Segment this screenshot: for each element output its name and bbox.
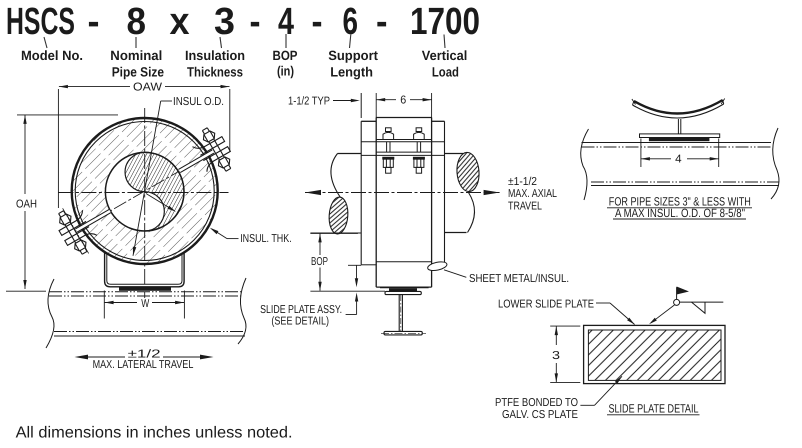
svg-text:±1/2: ±1/2 — [128, 349, 161, 361]
svg-text:Length: Length — [330, 65, 373, 80]
svg-text:OAW: OAW — [133, 81, 162, 93]
svg-text:BOP: BOP — [311, 256, 328, 268]
svg-text:4: 4 — [675, 154, 682, 166]
svg-text:6: 6 — [400, 95, 406, 107]
svg-text:MAX. AXIAL: MAX. AXIAL — [508, 188, 557, 200]
svg-text:BOP: BOP — [273, 48, 298, 63]
svg-text:Vertical: Vertical — [422, 48, 468, 63]
svg-text:1700: 1700 — [410, 1, 480, 43]
svg-text:3: 3 — [214, 1, 235, 43]
svg-text:Load: Load — [432, 65, 459, 80]
svg-text:SHEET METAL/INSUL.: SHEET METAL/INSUL. — [469, 273, 569, 285]
svg-text:LOWER SLIDE PLATE: LOWER SLIDE PLATE — [498, 299, 594, 311]
svg-text:x: x — [170, 1, 190, 43]
svg-text:-: - — [376, 1, 388, 43]
svg-text:MAX. LATERAL TRAVEL: MAX. LATERAL TRAVEL — [93, 359, 194, 371]
svg-text:8: 8 — [127, 1, 147, 43]
svg-text:SLIDE PLATE ASSY.: SLIDE PLATE ASSY. — [260, 304, 342, 316]
svg-text:6: 6 — [343, 1, 359, 43]
svg-text:All dimensions in inches unles: All dimensions in inches unless noted. — [16, 425, 293, 442]
svg-text:4: 4 — [278, 1, 294, 43]
svg-text:INSUL. THK.: INSUL. THK. — [240, 233, 292, 245]
svg-text:PTFE BONDED TO: PTFE BONDED TO — [495, 397, 578, 409]
svg-text:INSUL O.D.: INSUL O.D. — [173, 96, 224, 108]
svg-text:(SEE DETAIL): (SEE DETAIL) — [271, 316, 329, 328]
svg-text:SLIDE PLATE DETAIL: SLIDE PLATE DETAIL — [609, 402, 699, 416]
svg-text:TRAVEL: TRAVEL — [508, 201, 542, 213]
svg-text:Insulation: Insulation — [185, 48, 245, 63]
svg-text:FOR PIPE SIZES 3" & LESS WITH: FOR PIPE SIZES 3" & LESS WITH — [609, 195, 751, 209]
svg-text:1-1/2 TYP: 1-1/2 TYP — [288, 96, 330, 108]
svg-text:Thickness: Thickness — [187, 65, 243, 80]
svg-text:Support: Support — [328, 48, 378, 63]
svg-text:GALV. CS PLATE: GALV. CS PLATE — [502, 409, 578, 421]
svg-text:A MAX INSUL. O.D. OF 8-5/8": A MAX INSUL. O.D. OF 8-5/8" — [615, 206, 745, 220]
svg-text:3: 3 — [552, 350, 560, 362]
svg-text:-: - — [250, 1, 261, 43]
svg-text:Nominal: Nominal — [110, 48, 162, 63]
svg-text:HSCS: HSCS — [6, 1, 75, 43]
svg-text:Pipe Size: Pipe Size — [112, 65, 164, 80]
svg-text:Model No.: Model No. — [21, 48, 83, 63]
svg-text:(in): (in) — [277, 64, 294, 79]
svg-text:-: - — [88, 1, 100, 43]
svg-text:W: W — [141, 298, 149, 310]
svg-text:-: - — [312, 1, 323, 43]
svg-text:±1-1/2: ±1-1/2 — [508, 176, 537, 188]
svg-text:OAH: OAH — [16, 199, 37, 211]
